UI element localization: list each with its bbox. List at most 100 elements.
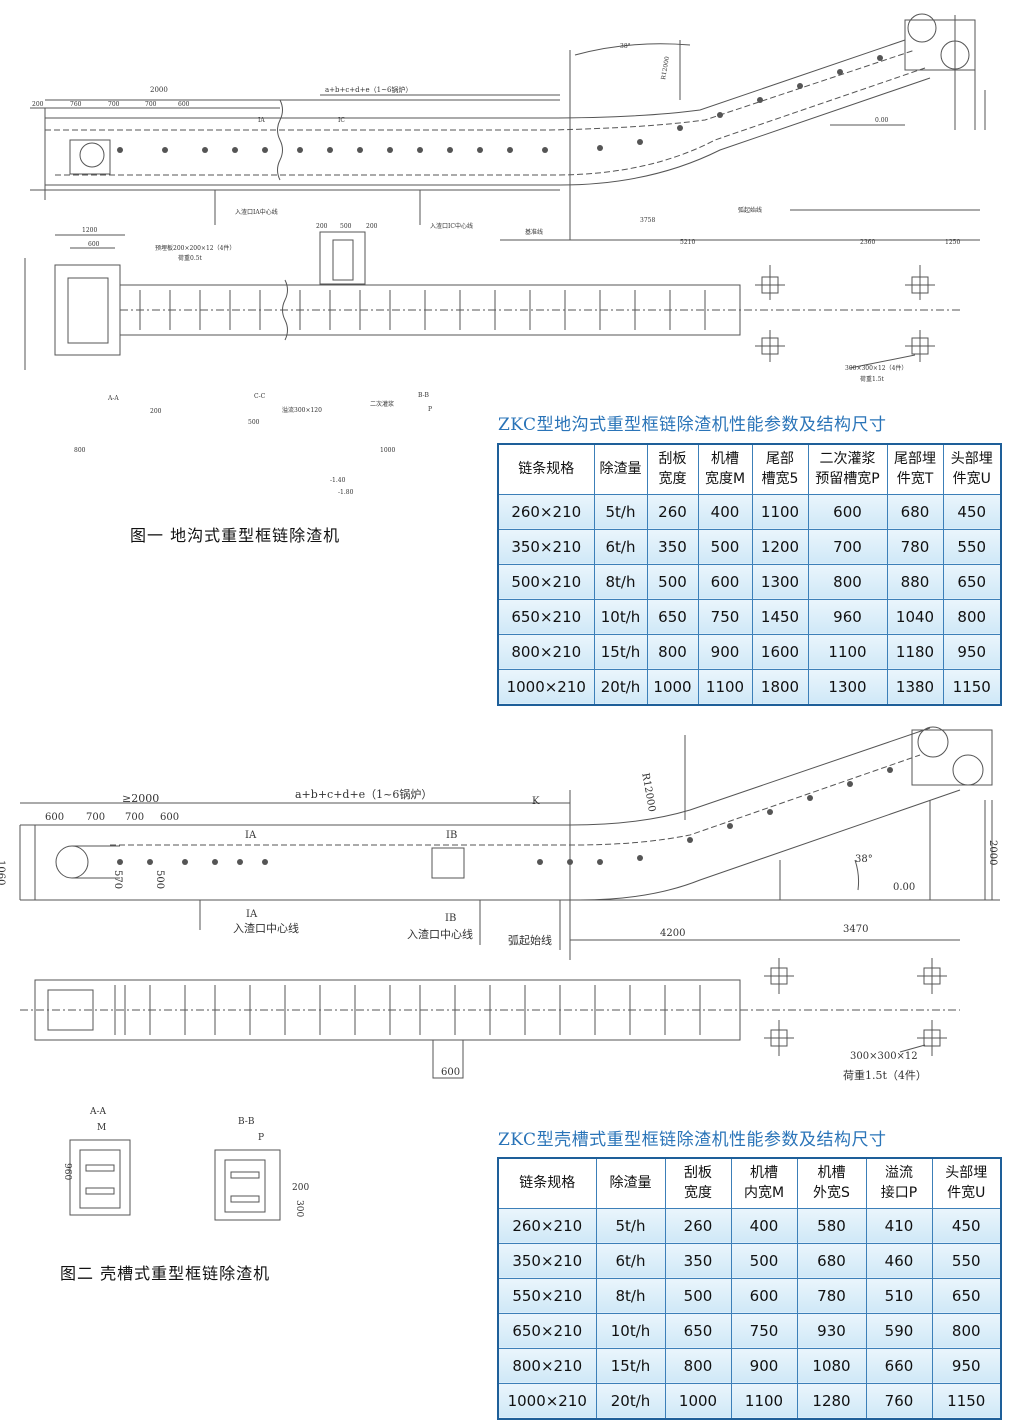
table1-title: ZKC型地沟式重型框链除渣机性能参数及结构尺寸 <box>498 415 887 435</box>
table2-title: ZKC型壳槽式重型框链除渣机性能参数及结构尺寸 <box>498 1130 887 1150</box>
table-cell: 1380 <box>886 668 944 705</box>
svg-text:2000: 2000 <box>987 840 998 865</box>
head-drive-icon <box>907 13 937 43</box>
table-cell: 460 <box>865 1242 933 1279</box>
figure1-drawing: a+b+c+d+e（1~6锅炉） 2000 200 760 700 700 60… <box>24 13 986 383</box>
svg-text:4200: 4200 <box>660 928 685 939</box>
svg-text:B-B: B-B <box>238 1117 255 1127</box>
svg-text:入渣口IC中心线: 入渣口IC中心线 <box>430 222 473 230</box>
svg-text:600: 600 <box>45 812 64 823</box>
table-cell: 760 <box>865 1382 933 1419</box>
table-cell: 1300 <box>751 563 809 600</box>
svg-text:200: 200 <box>150 408 162 415</box>
table-cell: 550 <box>942 528 1002 565</box>
table-cell: 400 <box>697 493 753 530</box>
table-cell: 1100 <box>807 633 888 670</box>
svg-text:M: M <box>97 1123 106 1133</box>
svg-text:IA: IA <box>246 909 258 920</box>
column-header-text: 件宽T <box>896 471 934 488</box>
svg-text:600: 600 <box>88 241 100 248</box>
table-cell: 550 <box>931 1242 1002 1279</box>
table-cell: 800 <box>942 598 1002 635</box>
svg-text:-1.40: -1.40 <box>330 477 346 484</box>
column-header-text: 尾部埋 <box>894 451 936 468</box>
svg-text:荷重0.5t: 荷重0.5t <box>178 254 203 262</box>
svg-text:A-A: A-A <box>89 1107 107 1117</box>
svg-text:960: 960 <box>62 1163 72 1180</box>
table-cell: 650 <box>664 1312 732 1349</box>
svg-text:0.00: 0.00 <box>893 882 915 893</box>
conveyor-top-line <box>45 39 906 119</box>
svg-text:2000: 2000 <box>150 86 168 94</box>
table-cell: 5t/h <box>593 493 648 530</box>
table-cell: 1150 <box>942 668 1002 705</box>
column-header-text: 槽宽5 <box>761 471 799 488</box>
table-cell: 1000 <box>646 668 699 705</box>
svg-text:500: 500 <box>340 223 352 230</box>
tail-drum2-icon <box>55 845 89 879</box>
table-cell: 800×210 <box>497 1347 597 1384</box>
column-header: 机槽外宽S <box>796 1157 867 1209</box>
svg-text:1200: 1200 <box>82 227 97 234</box>
svg-text:3758: 3758 <box>640 217 655 224</box>
svg-text:a+b+c+d+e（1~6锅炉）: a+b+c+d+e（1~6锅炉） <box>295 788 432 801</box>
table-cell: 1100 <box>697 668 753 705</box>
svg-text:荷重1.5t（4件）: 荷重1.5t（4件） <box>843 1068 927 1082</box>
table-cell: 1200 <box>751 528 809 565</box>
column-header: 溢流接口P <box>865 1157 933 1209</box>
table-cell: 930 <box>796 1312 867 1349</box>
column-header-text: 预留槽宽P <box>815 471 880 488</box>
table-cell: 5t/h <box>595 1207 666 1244</box>
table-cell: 20t/h <box>595 1382 666 1419</box>
column-header: 链条规格 <box>497 1157 597 1209</box>
table-cell: 800 <box>664 1347 732 1384</box>
table-cell: 600 <box>807 493 888 530</box>
table-cell: 780 <box>886 528 944 565</box>
table-cell: 800 <box>646 633 699 670</box>
svg-text:基准线: 基准线 <box>525 228 543 236</box>
svg-text:600: 600 <box>178 101 190 108</box>
table-cell: 750 <box>730 1312 798 1349</box>
table-cell: 1040 <box>886 598 944 635</box>
column-header: 链条规格 <box>497 443 595 495</box>
svg-text:-1.80: -1.80 <box>338 489 354 496</box>
column-header-text: 溢流 <box>885 1165 913 1182</box>
table-cell: 400 <box>730 1207 798 1244</box>
svg-text:600: 600 <box>441 1067 460 1078</box>
svg-text:IA: IA <box>258 117 265 124</box>
column-header: 机槽内宽M <box>730 1157 798 1209</box>
svg-text:弧起始线: 弧起始线 <box>508 933 552 947</box>
svg-text:570: 570 <box>112 870 123 889</box>
table-cell: 500 <box>646 563 699 600</box>
svg-text:300×300×12（4件）: 300×300×12（4件） <box>845 364 907 372</box>
column-header: 机槽宽度M <box>697 443 753 495</box>
svg-text:300×300×12: 300×300×12 <box>850 1051 918 1062</box>
column-header-text: 外宽S <box>813 1185 850 1202</box>
table-cell: 700 <box>807 528 888 565</box>
table-cell: 15t/h <box>593 633 648 670</box>
svg-text:760: 760 <box>70 101 82 108</box>
table-cell: 1100 <box>751 493 809 530</box>
svg-text:2360: 2360 <box>860 239 875 246</box>
table-cell: 1000×210 <box>497 668 595 705</box>
svg-text:IB: IB <box>445 913 456 924</box>
svg-text:3470: 3470 <box>843 924 868 935</box>
svg-text:800: 800 <box>74 447 86 454</box>
column-header-text: 件宽U <box>952 471 991 488</box>
svg-text:P: P <box>428 406 432 413</box>
svg-text:入渣口中心线: 入渣口中心线 <box>407 927 473 941</box>
table-cell: 660 <box>865 1347 933 1384</box>
table-cell: 10t/h <box>593 598 648 635</box>
tail-drum-icon <box>79 142 105 168</box>
svg-text:IC: IC <box>338 117 345 124</box>
table-cell: 1450 <box>751 598 809 635</box>
svg-text:IA: IA <box>245 830 257 841</box>
column-header-text: 机槽 <box>750 1165 778 1182</box>
svg-text:200: 200 <box>366 223 378 230</box>
column-header-text: 除渣量 <box>609 1175 652 1192</box>
